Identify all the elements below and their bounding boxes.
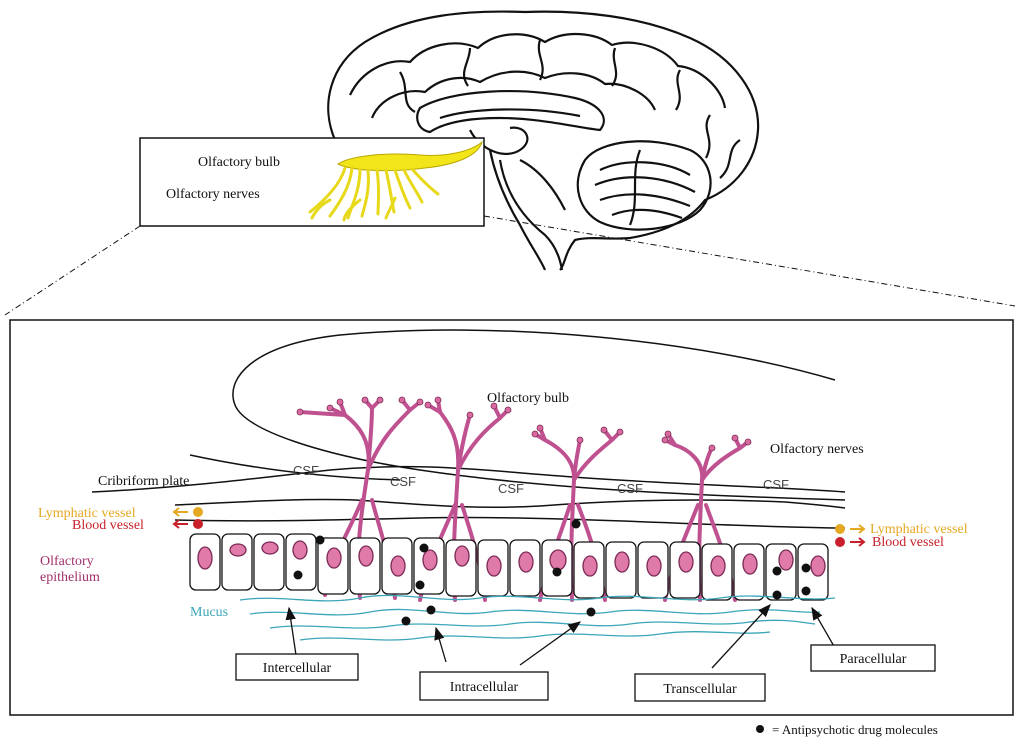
inset-box — [140, 138, 484, 226]
csf-label-5: CSF — [763, 477, 789, 492]
inset-bulb-label: Olfactory bulb — [198, 155, 280, 170]
csf-label-3: CSF — [498, 481, 524, 496]
epithelium-label-line1: Olfactory — [40, 554, 94, 569]
zoom-line-left — [5, 226, 140, 315]
csf-label-2: CSF — [390, 474, 416, 489]
left-lymphatic-dot — [193, 507, 203, 517]
drug-legend-label: = Antipsychotic drug molecules — [772, 722, 938, 737]
epithelium-label-line2: epithelium — [40, 570, 100, 585]
paracellular-label: Paracellular — [840, 652, 907, 667]
detail-bulb-label: Olfactory bulb — [487, 391, 569, 406]
csf-label-1: CSF — [293, 463, 319, 478]
drug-legend-dot — [756, 725, 764, 733]
transcellular-label: Transcellular — [663, 682, 737, 697]
intercellular-label: Intercellular — [263, 661, 332, 676]
csf-label-4: CSF — [617, 481, 643, 496]
right-blood-dot — [835, 537, 845, 547]
right-blood-label: Blood vessel — [872, 535, 944, 550]
left-blood-label: Blood vessel — [72, 518, 144, 533]
cribriform-label: Cribriform plate — [98, 474, 189, 489]
mucus-label: Mucus — [190, 605, 228, 620]
intracellular-label: Intracellular — [450, 680, 519, 695]
inset-nerves-label: Olfactory nerves — [166, 187, 260, 202]
detail-nerves-label: Olfactory nerves — [770, 442, 864, 457]
left-blood-dot — [193, 519, 203, 529]
right-lymphatic-dot — [835, 524, 845, 534]
